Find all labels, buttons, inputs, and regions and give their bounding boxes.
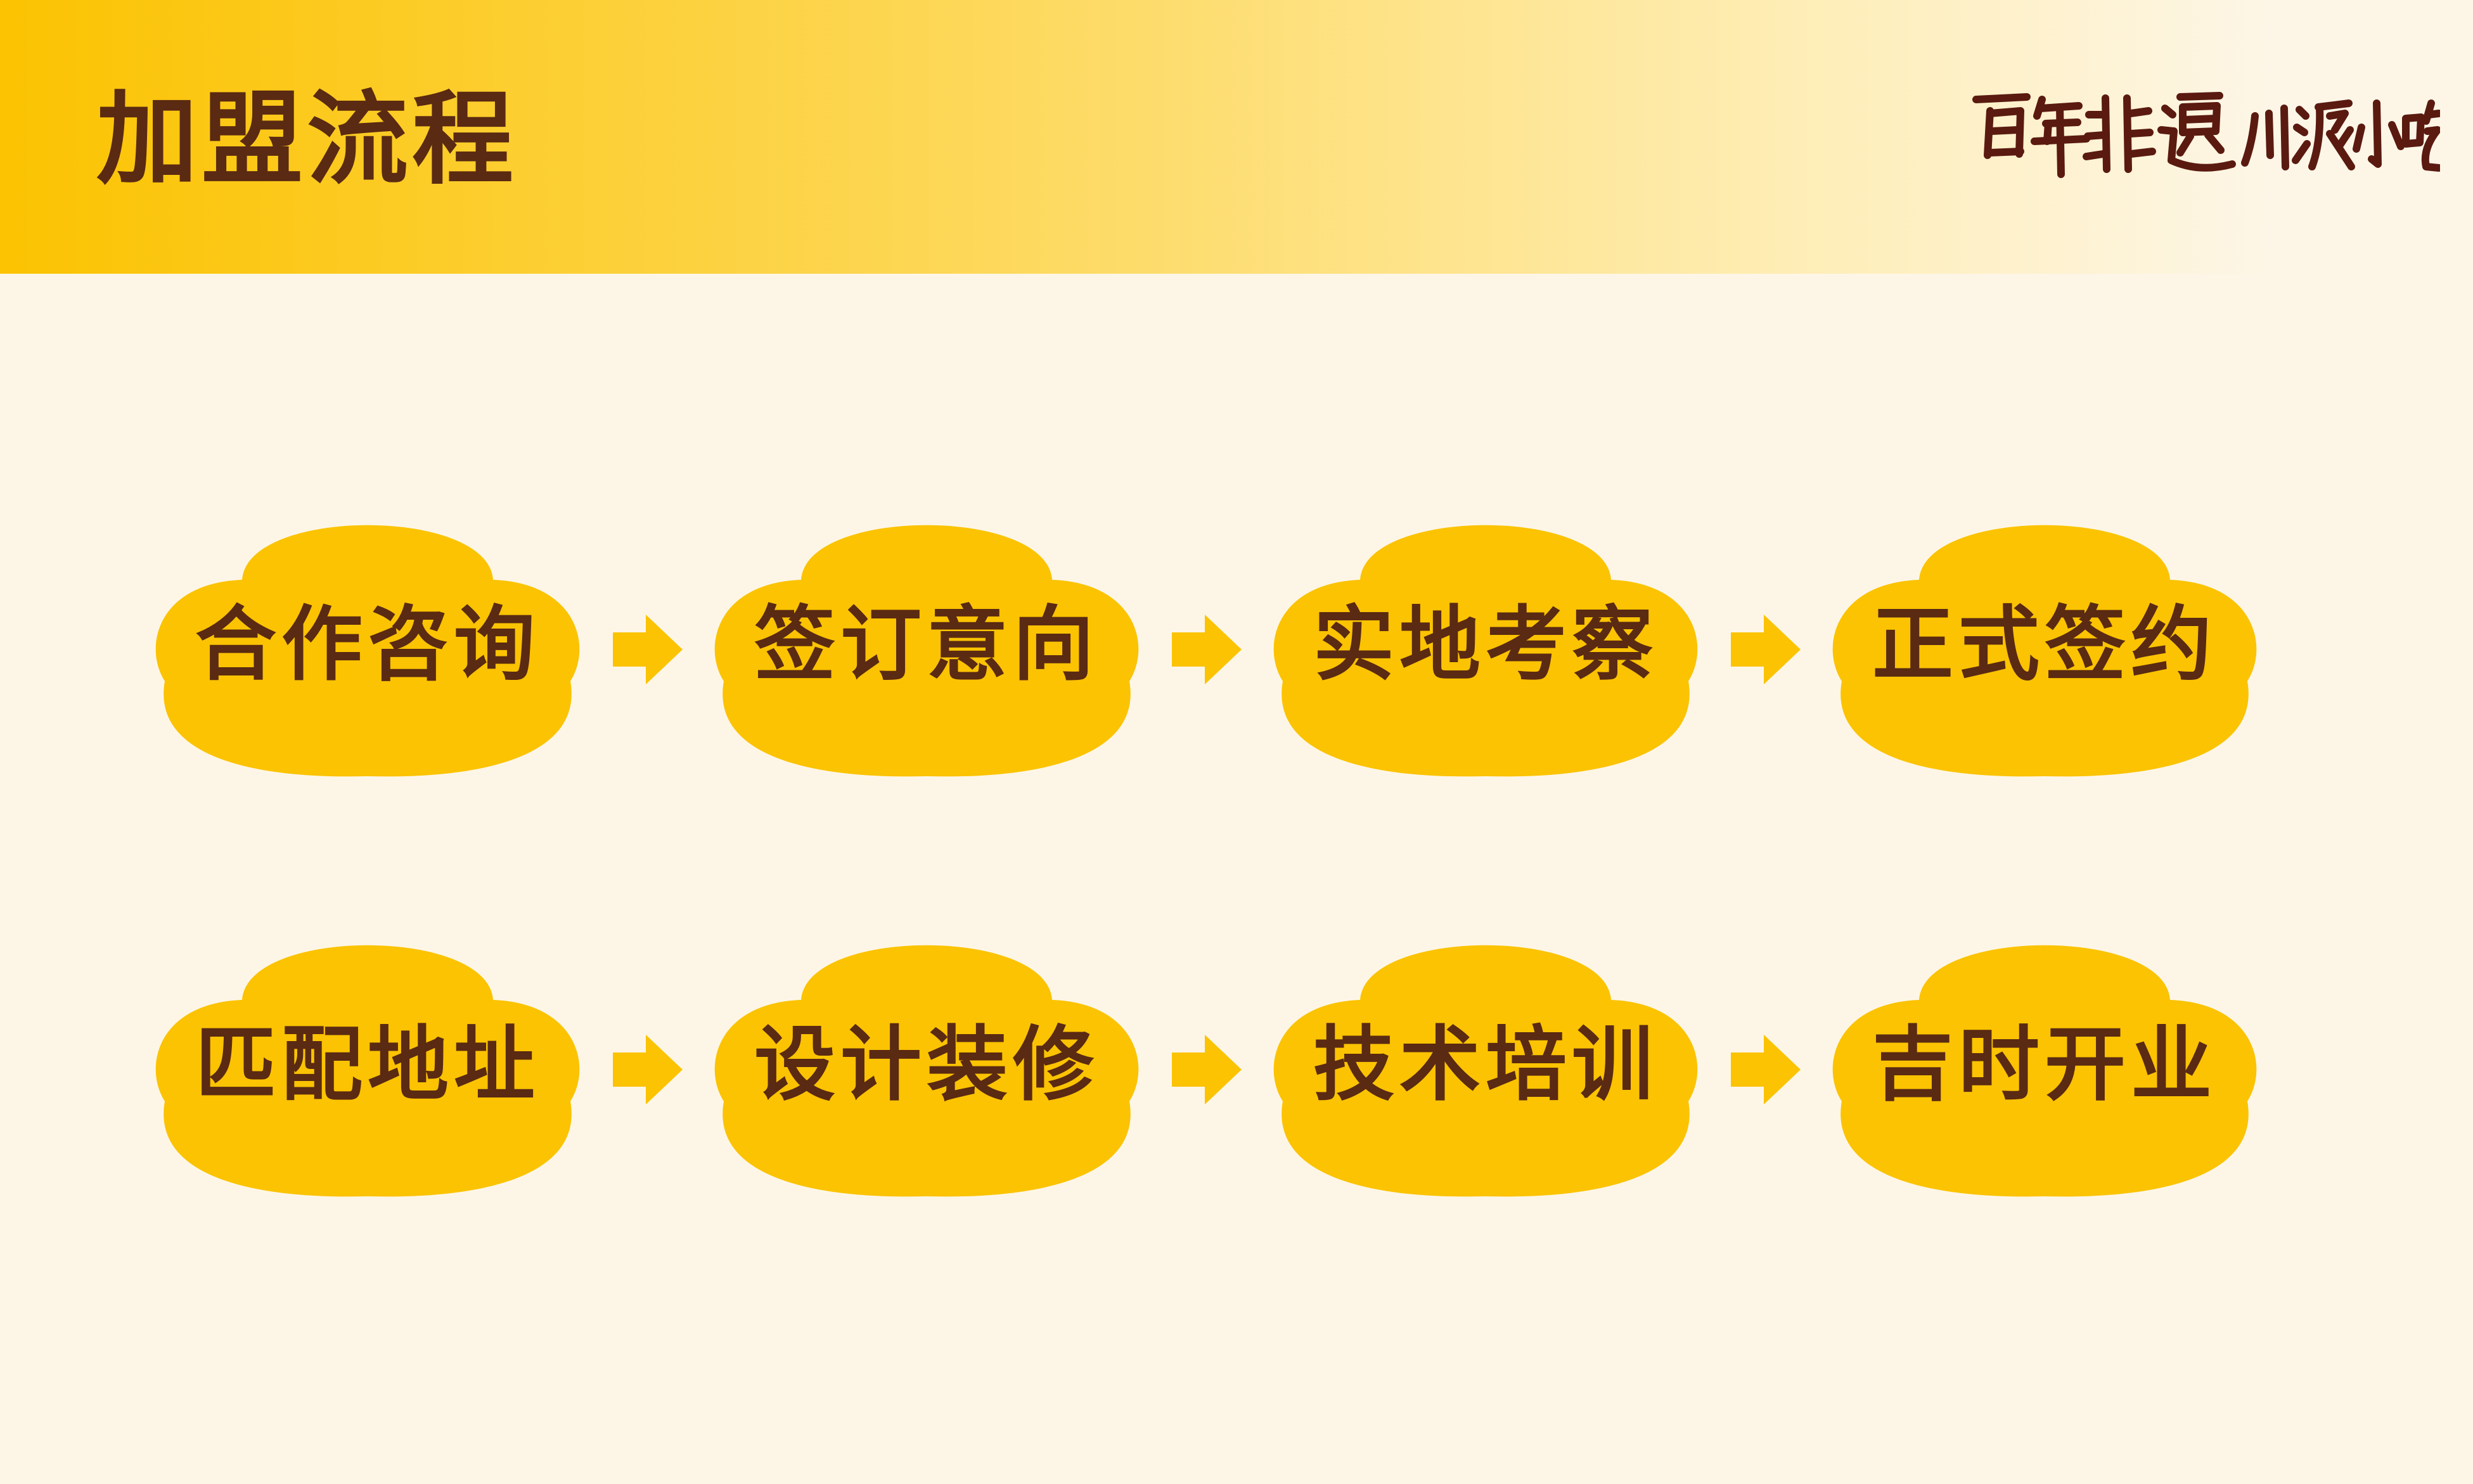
- cloud-shape: [714, 945, 1139, 1197]
- cloud-shape: [155, 525, 580, 777]
- flow-step-consult: 合作咨询: [133, 488, 602, 786]
- flow-step-intent: 签订意向: [692, 488, 1161, 786]
- arrow-right-icon: [1731, 615, 1801, 684]
- flow-step-label: 正式签约: [1872, 597, 2217, 692]
- flow-step-label: 技术培训: [1313, 1017, 1658, 1112]
- flow-step-label: 设计装修: [754, 1017, 1099, 1112]
- header-banner: 加盟流程: [0, 0, 2473, 274]
- cloud-shape: [1832, 525, 2257, 777]
- brand-logo: [1971, 86, 2440, 187]
- arrow-right-icon: [613, 1035, 683, 1104]
- flow-step-label: 签订意向: [754, 597, 1099, 692]
- flow-step-label: 实地考察: [1313, 597, 1658, 692]
- flow-step-contract: 正式签约: [1810, 488, 2279, 786]
- cloud-shape: [155, 945, 580, 1197]
- flow-step-label: 吉时开业: [1872, 1017, 2217, 1112]
- flow-step-label: 合作咨询: [195, 597, 540, 692]
- arrow-right-icon: [1172, 615, 1242, 684]
- flow-step-opening: 吉时开业: [1810, 908, 2279, 1206]
- flow-step-location: 匹配地址: [133, 908, 602, 1206]
- flow-step-inspection: 实地考察: [1251, 488, 1720, 786]
- arrow-right-icon: [613, 615, 683, 684]
- flow-step-label: 匹配地址: [195, 1017, 540, 1112]
- cloud-shape: [1273, 945, 1698, 1197]
- arrow-right-icon: [1172, 1035, 1242, 1104]
- cloud-shape: [1832, 945, 2257, 1197]
- flow-step-training: 技术培训: [1251, 908, 1720, 1206]
- cloud-shape: [1273, 525, 1698, 777]
- flow-step-design: 设计装修: [692, 908, 1161, 1206]
- arrow-right-icon: [1731, 1035, 1801, 1104]
- page-title: 加盟流程: [96, 80, 518, 198]
- cloud-shape: [714, 525, 1139, 777]
